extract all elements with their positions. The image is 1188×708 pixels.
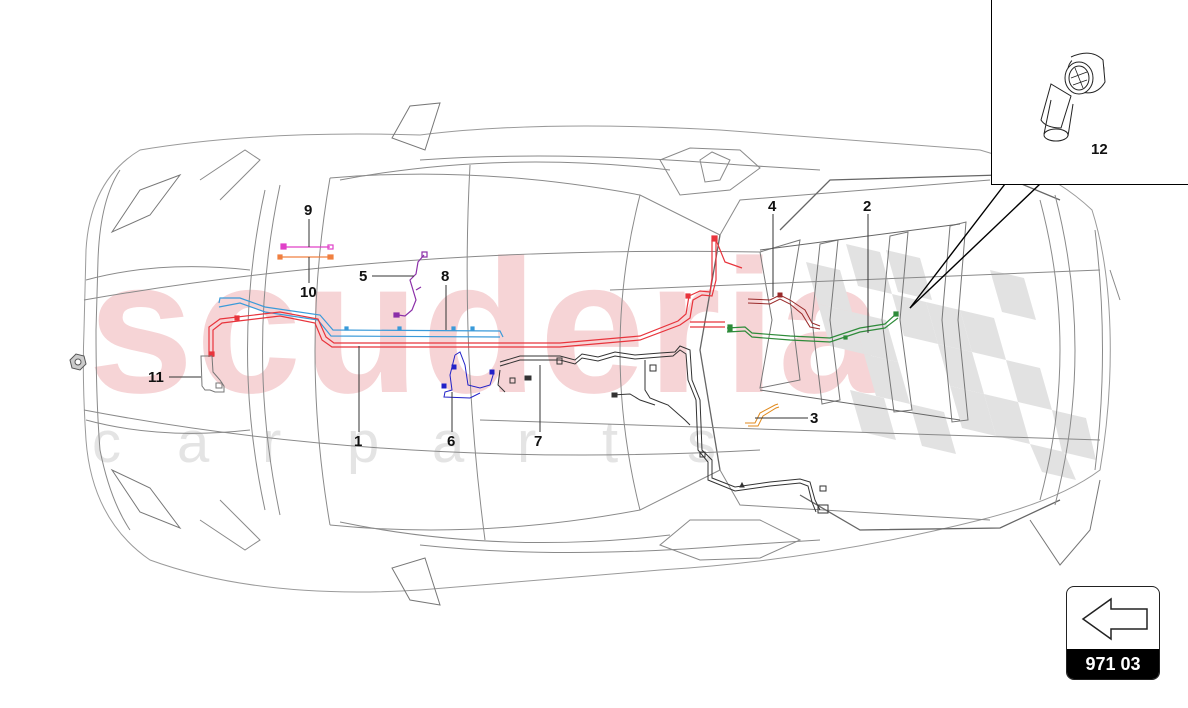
part-3-orange-harness[interactable]	[745, 403, 780, 427]
callout-1[interactable]: 1	[354, 433, 363, 450]
callout-2[interactable]: 2	[863, 198, 872, 215]
part-2-green-harness[interactable]	[726, 311, 899, 343]
callout-6[interactable]: 6	[447, 433, 456, 450]
part-6-blue-harness[interactable]	[441, 351, 495, 399]
arrow-left-icon	[1081, 597, 1148, 641]
part-10-orange-jumper[interactable]	[277, 254, 334, 260]
part-5-purple-harness[interactable]	[393, 251, 428, 318]
previous-page-button[interactable]: 971 03	[1066, 586, 1160, 680]
part-8-light-blue-harness[interactable]	[218, 297, 504, 338]
callout-8[interactable]: 8	[441, 268, 450, 285]
detail-inset: 12	[991, 0, 1188, 185]
callout-10[interactable]: 10	[300, 284, 317, 301]
callout-12[interactable]: 12	[1091, 141, 1108, 158]
callout-7[interactable]: 7	[534, 433, 543, 450]
page-code: 971 03	[1067, 649, 1159, 679]
part-4-dark-red-harness[interactable]	[747, 292, 821, 330]
callout-5[interactable]: 5	[359, 268, 368, 285]
brand-emblem-icon	[69, 353, 87, 371]
part-11-bracket[interactable]	[200, 355, 225, 393]
part-1-red-harness[interactable]	[208, 235, 743, 357]
callout-9[interactable]: 9	[304, 202, 313, 219]
part-9-magenta-jumper[interactable]	[280, 243, 334, 250]
callout-4[interactable]: 4	[768, 198, 777, 215]
callout-11[interactable]: 11	[148, 369, 164, 386]
callout-3[interactable]: 3	[810, 410, 819, 427]
elbow-connector-icon[interactable]	[992, 0, 1188, 184]
part-7-black-harness[interactable]	[497, 345, 829, 514]
checker-pattern	[806, 244, 1096, 480]
